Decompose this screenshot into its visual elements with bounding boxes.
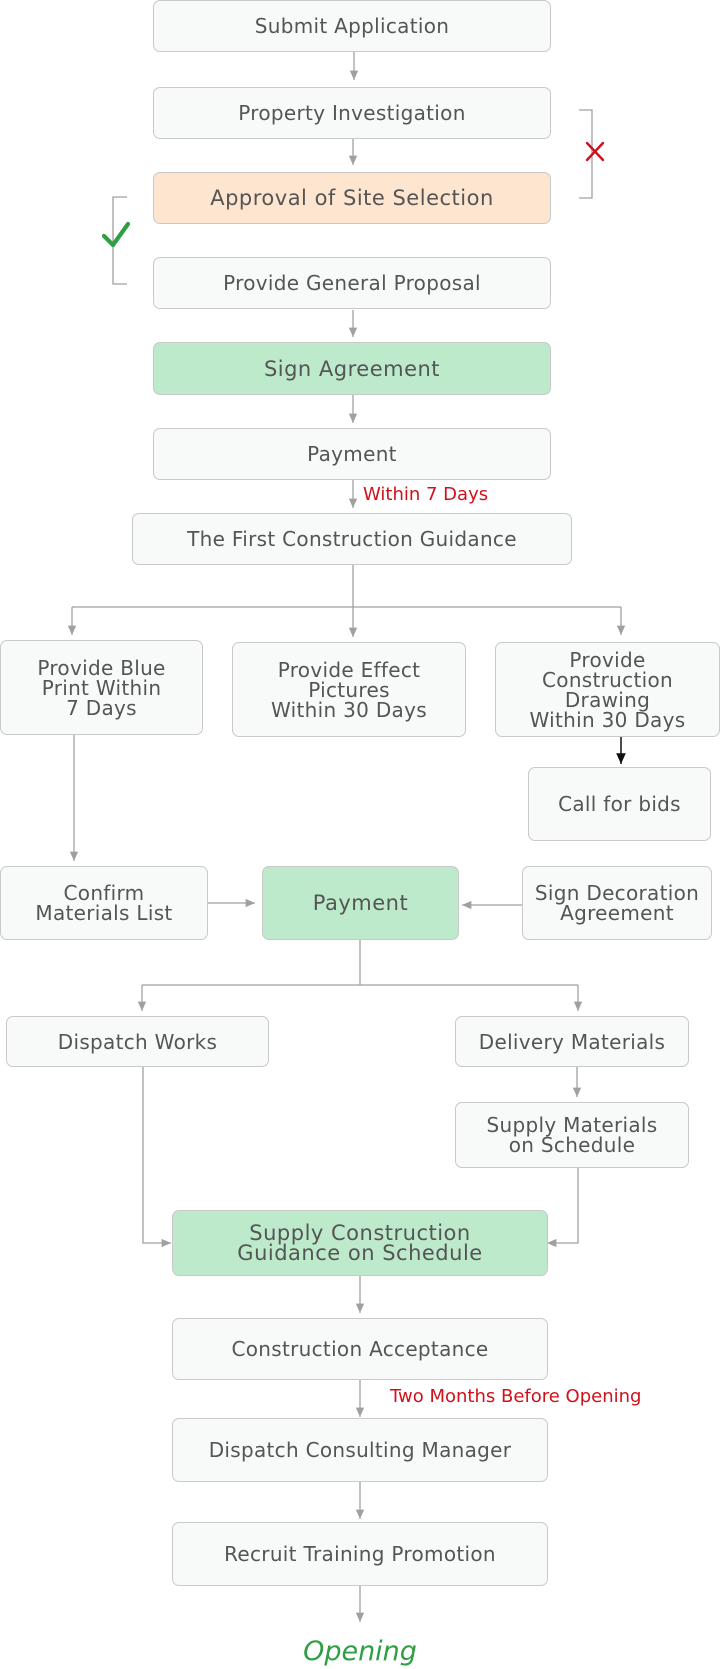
step-submit-application: Submit Application [153,0,551,52]
check-icon [101,221,131,248]
step-approval-of-site-selection: Approval of Site Selection [153,172,551,224]
step-construction-acceptance: Construction Acceptance [172,1318,548,1380]
note-within-7-days: Within 7 Days [363,484,489,505]
step-provide-effect-pictures: Provide Effect Pictures Within 30 Days [232,642,466,737]
connector-dispatch-to-supply-guidance [142,1067,171,1248]
step-property-investigation: Property Investigation [153,87,551,139]
step-payment: Payment [153,428,551,480]
final-step-opening: Opening [303,1636,417,1667]
step-sign-agreement: Sign Agreement [153,342,551,395]
step-confirm-materials-list: Confirm Materials List [0,866,208,940]
step-payment-main: Payment [262,866,459,940]
step-first-construction-guidance: The First Construction Guidance [132,513,572,565]
step-supply-construction-guidance: Supply Construction Guidance on Schedule [172,1210,548,1276]
step-call-for-bids: Call for bids [528,767,711,841]
step-provide-general-proposal: Provide General Proposal [153,257,551,309]
approve-bracket [112,196,127,285]
cross-icon [585,141,605,162]
connector-supply-materials-to-guidance [547,1168,579,1248]
step-provide-construction-drawing: Provide Construction Drawing Within 30 D… [495,642,720,737]
step-supply-materials-on-schedule: Supply Materials on Schedule [455,1102,689,1168]
note-two-months-before-opening: Two Months Before Opening [390,1386,642,1407]
step-sign-decoration-agreement: Sign Decoration Agreement [522,866,712,940]
step-dispatch-consulting-manager: Dispatch Consulting Manager [172,1418,548,1482]
step-provide-blue-print: Provide Blue Print Within 7 Days [0,640,203,735]
step-delivery-materials: Delivery Materials [455,1016,689,1067]
step-dispatch-works: Dispatch Works [6,1016,269,1067]
step-recruit-training-promotion: Recruit Training Promotion [172,1522,548,1586]
reject-bracket [579,109,593,199]
